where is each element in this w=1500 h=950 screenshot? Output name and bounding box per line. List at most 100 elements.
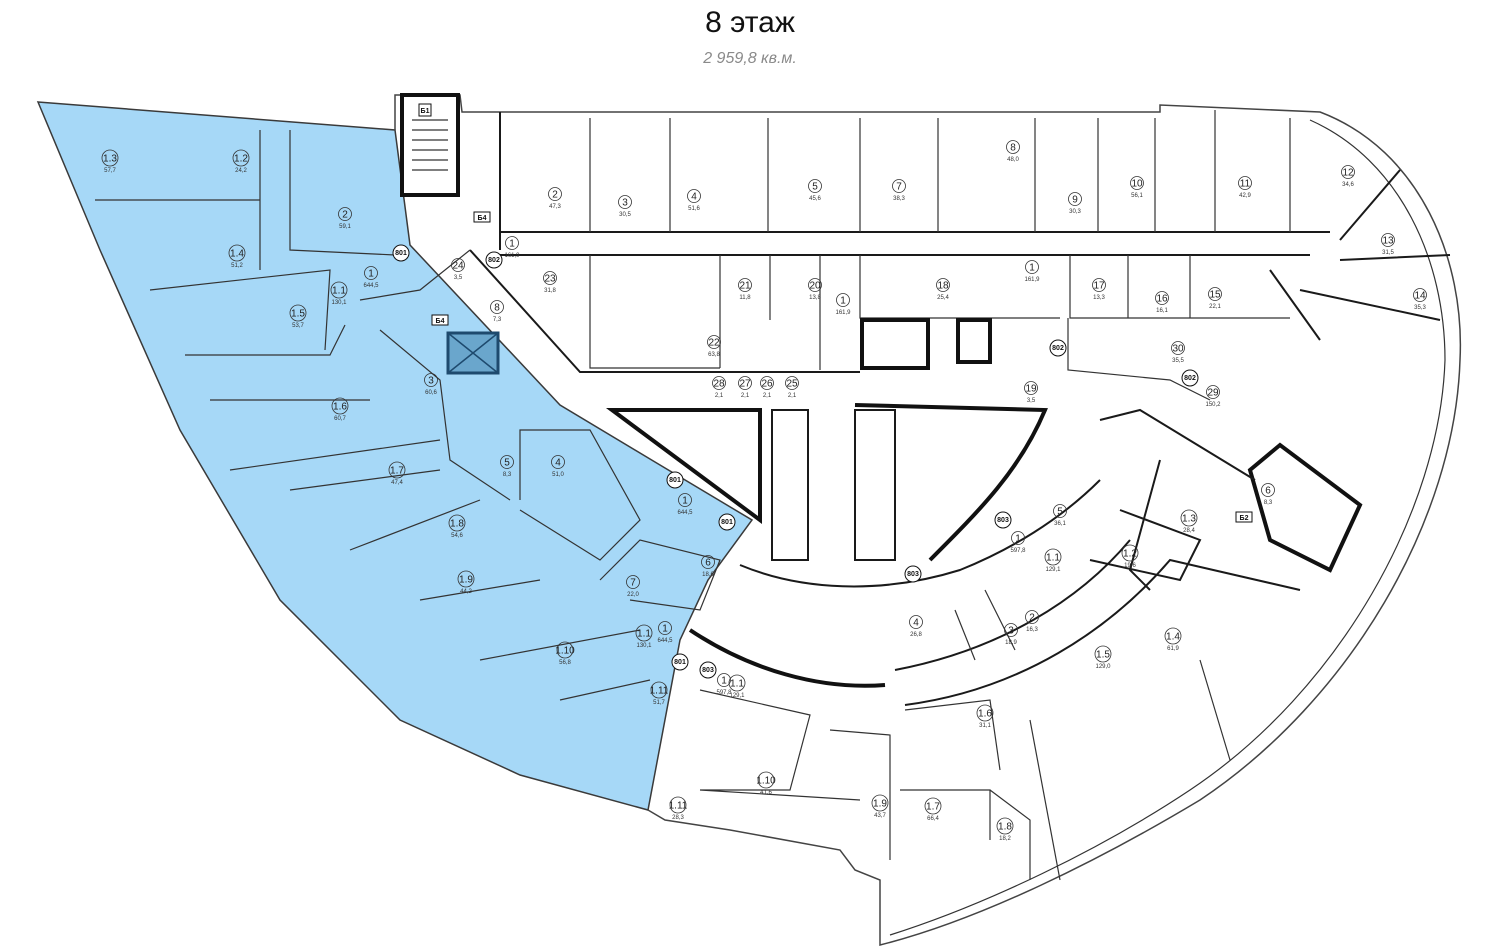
room-r-1.3-e[interactable]: 1.328,4 [1180,509,1198,534]
room-area: 38,3 [893,196,905,202]
room-area: 60,7 [334,416,346,422]
room-r-25[interactable]: 252,1 [785,376,799,400]
room-r-1.2-e[interactable]: 1.219,6 [1121,544,1139,569]
highlighted-wing[interactable] [36,101,754,811]
room-r-2-s[interactable]: 216,3 [1025,610,1039,634]
elevator-bank-east [854,409,896,561]
room-r-1.9-w[interactable]: 1.944,2 [457,570,475,595]
room-r-6-w[interactable]: 618,6 [701,555,715,579]
room-r-1.8-s[interactable]: 1.818,2 [996,817,1014,842]
room-r-1.4-e[interactable]: 1.461,9 [1164,627,1182,652]
room-number-circle [808,278,822,292]
room-number-circle [1171,341,1185,355]
room-r-4-s[interactable]: 426,8 [909,615,923,639]
room-r-8-n[interactable]: 848,0 [1006,140,1020,164]
room-r-5-w[interactable]: 58,3 [500,455,514,479]
room-r-1.7-s[interactable]: 1.766,4 [924,797,942,822]
room-area: 19,6 [1124,563,1136,569]
room-area: 644,5 [363,283,379,289]
room-r-5-n[interactable]: 545,6 [808,179,822,203]
room-number: 1.8 [998,822,1012,833]
room-r-7-n[interactable]: 738,3 [892,179,906,203]
room-r-2-n[interactable]: 247,3 [548,187,562,211]
room-number-circle [388,461,406,479]
room-r-27[interactable]: 272,1 [738,376,752,400]
room-area: 30,3 [1069,209,1081,215]
room-number-circle [717,673,731,687]
room-r-1.8-w[interactable]: 1.854,6 [448,514,466,539]
room-r-4-n[interactable]: 451,6 [687,189,701,213]
room-number: 13 [1382,236,1394,247]
room-r-2-w[interactable]: 259,1 [338,207,352,231]
elevator-bank-west [771,409,809,561]
room-r-9-n[interactable]: 930,3 [1068,192,1082,216]
room-area: 129,1 [1045,567,1061,573]
room-r-7-w[interactable]: 722,0 [626,575,640,599]
room-r-24[interactable]: 243,5 [451,258,465,282]
room-r-1.9-s[interactable]: 1.943,7 [871,794,889,819]
room-r-1.7-w[interactable]: 1.747,4 [388,461,406,486]
room-r-1.3-w[interactable]: 1.357,7 [101,149,119,174]
room-number-circle [451,258,465,272]
room-r-5-e[interactable]: 536,1 [1053,504,1067,528]
room-r-1.5-w[interactable]: 1.553,7 [289,304,307,329]
room-area: 47,3 [549,204,561,210]
room-r-1.2-w[interactable]: 1.224,2 [232,149,250,174]
stair-core-north [860,318,930,370]
room-r-28[interactable]: 282,1 [712,376,726,400]
room-number-circle [1261,483,1275,497]
room-r-6-e[interactable]: 68,3 [1261,483,1275,507]
room-r-4-w[interactable]: 451,0 [551,455,565,479]
room-number: 1.3 [103,154,117,165]
floor-title: 8 этаж [705,6,795,39]
room-r-1.6-s[interactable]: 1.631,1 [976,704,994,729]
room-number: 19 [1025,384,1037,395]
room-r-19[interactable]: 193,5 [1024,381,1038,405]
room-r-1.4-w[interactable]: 1.451,2 [228,244,246,269]
room-area: 28,4 [1183,528,1195,534]
room-r-3-w[interactable]: 360,6 [424,373,438,397]
room-r-26[interactable]: 262,1 [760,376,774,400]
room-r-3-s[interactable]: 318,9 [1004,623,1018,647]
room-r-3-n[interactable]: 330,5 [618,195,632,219]
room-number-circle [892,179,906,193]
room-number-circle [490,300,504,314]
room-r-1.6-w[interactable]: 1.660,7 [331,397,349,422]
room-number: 1 [1015,534,1021,545]
room-number: 28 [713,379,725,390]
room-r-8-w[interactable]: 87,3 [490,300,504,324]
